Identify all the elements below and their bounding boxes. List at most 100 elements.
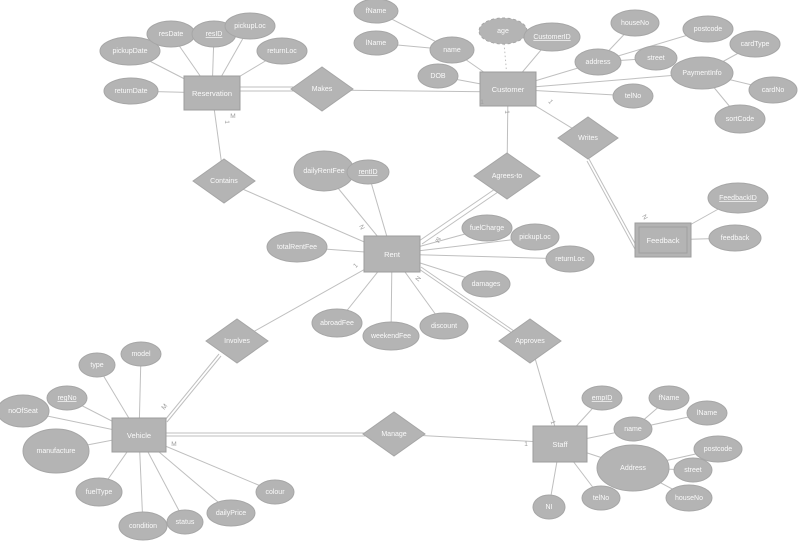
card-makes-reservation: M — [230, 113, 235, 120]
attr-reservation-returnloc — [256, 37, 308, 65]
attr-customer-street — [634, 45, 678, 71]
card-manage-staff: 1 — [524, 441, 528, 448]
attr-rent-discount-label: discount — [431, 323, 457, 330]
attr-reservation-pickupdate-label: pickupDate — [112, 48, 147, 55]
attr-reservation-resdate-label: resDate — [159, 31, 184, 38]
attr-reservation-returnloc-label: returnLoc — [267, 48, 297, 55]
attr-vehicle-manufacture-label: manufacture — [37, 448, 76, 455]
attr-vehicle-model — [120, 341, 162, 367]
attr-vehicle-condition — [118, 511, 168, 541]
attr-staff-name-label: name — [624, 426, 642, 433]
attr-vehicle-regno — [46, 385, 88, 411]
attr-rent-abroadfee — [311, 308, 363, 338]
rel-involves-label: Involves — [224, 338, 250, 345]
attr-vehicle-fueltype — [75, 477, 123, 507]
rel-involves-diamond — [205, 318, 269, 364]
attr-staff-street — [673, 457, 713, 483]
attr-customer-postcode-label: postcode — [694, 26, 723, 33]
rel-contains-label: Contains — [210, 178, 238, 185]
rel-approves-diamond — [498, 318, 562, 364]
rel-writes-label: Writes — [578, 135, 598, 142]
attr-vehicle-colour-label: colour — [265, 489, 285, 496]
attr-staff-address — [596, 444, 670, 492]
card-makes-customer: 1 — [480, 99, 484, 106]
rel-contains-diamond — [192, 158, 256, 204]
edge-makes-customer — [321, 89, 509, 93]
attr-staff-postcode-label: postcode — [704, 446, 733, 453]
entity-staff — [532, 425, 588, 463]
attr-vehicle-status-label: status — [176, 519, 195, 526]
attr-rent-weekendfee-label: weekendFee — [370, 333, 411, 340]
attr-feedback-feedback — [708, 224, 762, 252]
attr-staff-empid — [581, 385, 623, 411]
attr-feedback-feedbackid — [707, 182, 769, 214]
entity-feedback-inner — [638, 226, 688, 254]
attr-customer-cardtype-label: cardType — [741, 41, 770, 48]
attr-customer-lname — [353, 30, 399, 56]
attr-staff-street-label: street — [684, 467, 702, 474]
attr-reservation-resid-label: resID — [206, 31, 223, 38]
attr-rent-returnloc-label: returnLoc — [555, 256, 585, 263]
edge-customer-paymentinfo — [507, 72, 703, 90]
entity-customer-label: Customer — [492, 85, 525, 94]
rel-agrees-to-diamond — [473, 152, 541, 200]
attr-customer-name — [429, 36, 475, 64]
attr-customer-cardno — [748, 76, 798, 104]
attr-rent-rentid-label: rentID — [358, 169, 377, 176]
attr-customer-postcode — [682, 15, 734, 43]
edge-agreesto-rent-1 — [418, 188, 496, 242]
attr-rent-pickuploc-label: pickupLoc — [519, 234, 551, 241]
rel-writes-diamond — [557, 116, 619, 160]
attr-vehicle-colour — [255, 479, 295, 505]
attr-rent-returnloc — [545, 245, 595, 273]
entity-feedback-outer — [634, 222, 692, 258]
attr-vehicle-type — [78, 352, 116, 378]
attr-rent-pickuploc — [510, 223, 560, 251]
rel-agrees-to-label: Agrees-to — [492, 173, 522, 180]
attr-customer-age-label: age — [497, 28, 509, 35]
attr-rent-dailyrentfee-label: dailyRentFee — [303, 168, 344, 175]
attr-vehicle-regno-label: regNo — [57, 395, 76, 402]
attr-customer-address-label: address — [586, 59, 611, 66]
attr-customer-cardno-label: cardNo — [762, 87, 785, 94]
attr-staff-empid-label: empID — [592, 395, 613, 402]
entity-rent-label: Rent — [384, 250, 401, 259]
attr-vehicle-type-label: type — [90, 362, 103, 369]
attr-vehicle-manufacture — [22, 428, 90, 474]
card-manage-vehicle: M — [171, 441, 176, 448]
attr-rent-rentid — [346, 159, 390, 185]
attr-customer-dob — [417, 63, 459, 89]
attr-customer-paymentinfo — [670, 56, 734, 90]
attr-vehicle-noofseat — [0, 394, 50, 428]
edge-involves-vehicle-2 — [166, 355, 222, 423]
attr-reservation-pickupdate — [99, 36, 161, 66]
edge-rent-returnloc — [391, 253, 571, 260]
attr-rent-weekendfee — [362, 321, 420, 351]
rel-approves-label: Approves — [515, 338, 545, 345]
card-agrees-to-rent: M — [433, 236, 442, 244]
attr-staff-telno — [581, 485, 621, 511]
entity-rent — [363, 235, 421, 273]
attr-feedback-feedback-label: feedback — [721, 235, 750, 242]
attr-rent-damages-label: damages — [472, 281, 501, 288]
attr-rent-damages — [461, 270, 511, 298]
attr-rent-fuelcharge-label: fuelCharge — [470, 225, 504, 232]
edge-writes-feedback-2 — [588, 158, 639, 250]
attr-vehicle-noofseat-label: noOfSeat — [8, 408, 38, 415]
attr-customer-houseno — [610, 9, 660, 37]
entity-reservation-label: Reservation — [192, 89, 232, 98]
attr-staff-houseno — [665, 484, 713, 512]
entities: Reservation Customer Rent Vehicle Staff … — [111, 71, 692, 463]
edge-involves-vehicle-1 — [164, 353, 220, 421]
rel-makes-label: Makes — [312, 86, 333, 93]
attr-staff-address-label: Address — [620, 465, 646, 472]
attr-rent-fuelcharge — [461, 214, 513, 242]
entity-vehicle-label: Vehicle — [127, 431, 151, 440]
card-approves-staff: 1 — [549, 420, 557, 426]
attr-reservation-returndate — [103, 77, 159, 105]
attr-vehicle-dailyprice-label: dailyPrice — [216, 510, 246, 517]
attr-customer-fname-label: fName — [366, 8, 387, 15]
attr-customer-customerid — [523, 22, 581, 52]
rel-manage-diamond — [362, 411, 426, 457]
attr-customer-houseno-label: houseNo — [621, 20, 649, 27]
